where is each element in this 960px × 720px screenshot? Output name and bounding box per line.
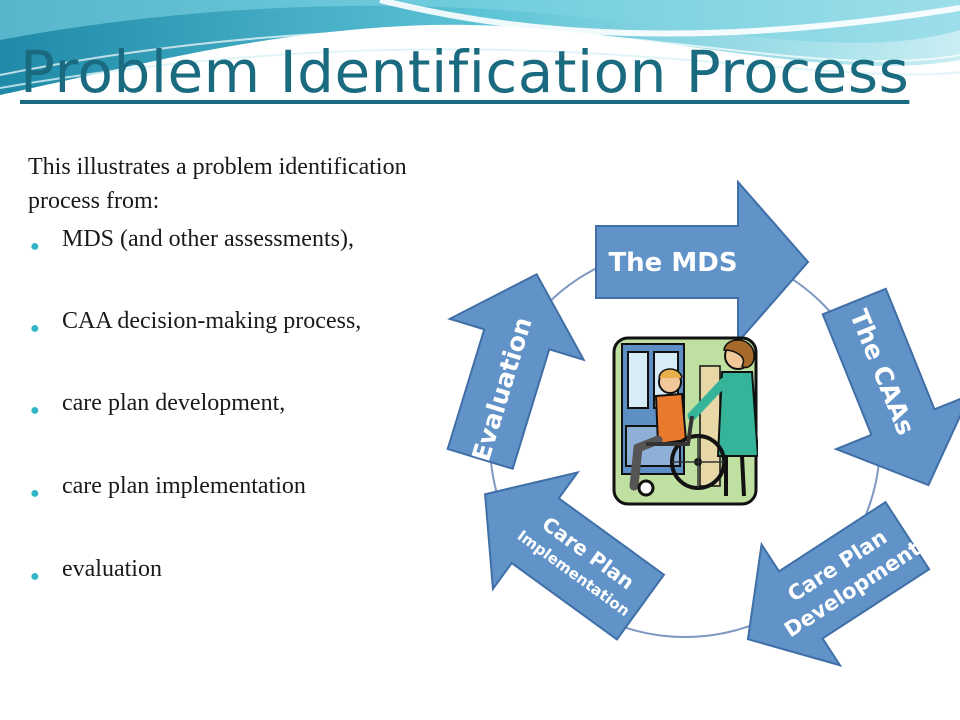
step-label: The MDS — [608, 248, 737, 278]
bullet-text: care plan development, — [62, 390, 286, 416]
bullet-item: ● CAA decision-making process, — [28, 304, 428, 338]
step-arrow-mds: The MDS — [595, 180, 810, 345]
bullet-item: ● care plan implementation — [28, 469, 428, 503]
bullet-text: CAA decision-making process, — [62, 308, 362, 334]
bullet-item: ● MDS (and other assessments), — [28, 222, 428, 256]
bullet-dot-icon: ● — [30, 402, 40, 419]
bullet-dot-icon: ● — [30, 485, 40, 502]
header-wave-decoration — [0, 0, 960, 95]
bullet-text: evaluation — [62, 556, 162, 582]
bullet-text: MDS (and other assessments), — [62, 226, 354, 252]
bullet-dot-icon: ● — [30, 238, 40, 255]
bullet-item: ● care plan development, — [28, 386, 428, 420]
nurse-wheelchair-clipart — [612, 336, 758, 506]
step-arrow-evaluation: Evaluation — [446, 272, 586, 471]
bullet-dot-icon: ● — [30, 320, 40, 337]
intro-text: This illustrates a problem identificatio… — [28, 154, 407, 214]
bullet-dot-icon: ● — [30, 568, 40, 585]
bullet-item: ● evaluation — [28, 552, 428, 586]
bullet-list: ● MDS (and other assessments), ● CAA dec… — [28, 222, 428, 586]
bullet-text: care plan implementation — [62, 473, 306, 499]
slide-body: This illustrates a problem identificatio… — [28, 150, 428, 586]
step-arrow-caas: The CAAs — [821, 287, 960, 487]
process-cycle-diagram: The MDS The CAAs Care Plan Development C… — [446, 180, 960, 667]
slide-title: Problem Identification Process — [20, 38, 910, 106]
